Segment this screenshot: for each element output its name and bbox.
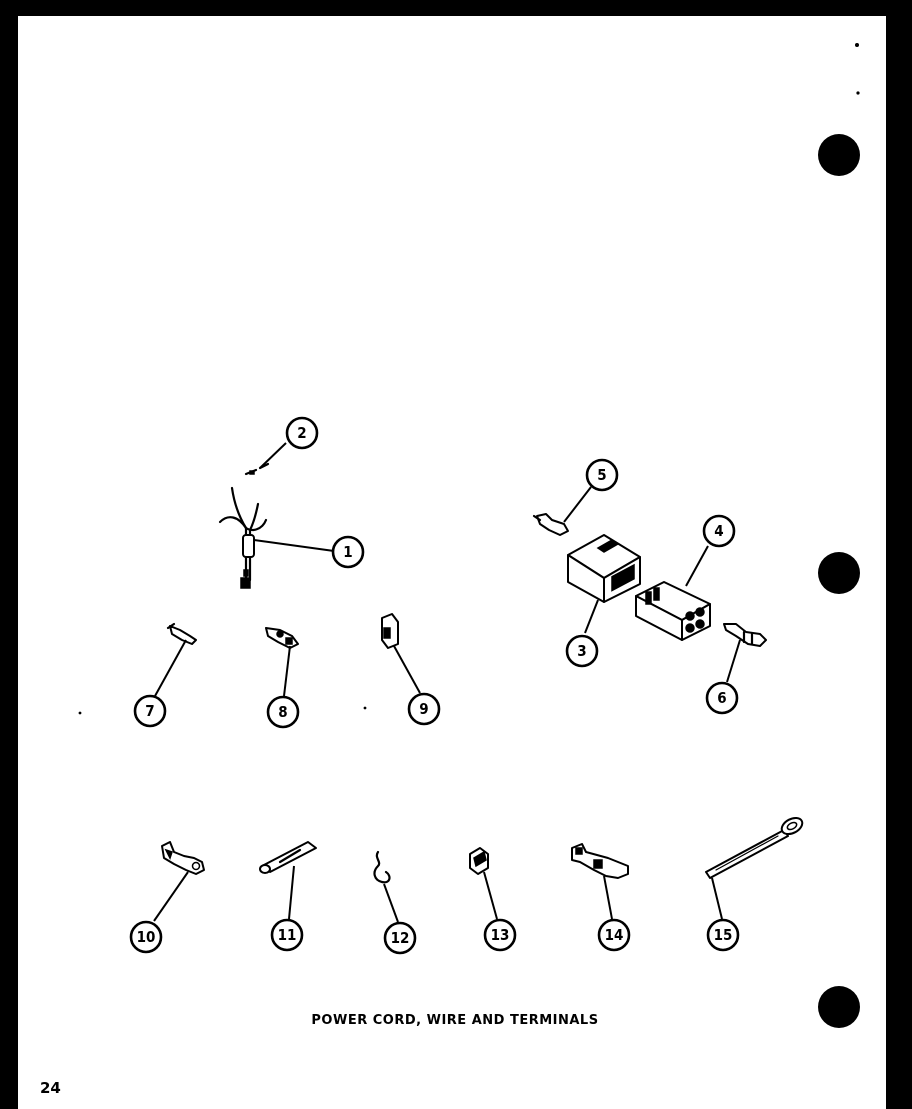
callout-14: 14: [597, 918, 631, 952]
callout-2: 2: [285, 416, 319, 450]
callout-4: 4: [702, 514, 736, 548]
terminal-part-6: [723, 623, 767, 647]
callout-number: 14: [605, 926, 624, 944]
terminal-part-2: [244, 462, 270, 476]
callout-12: 12: [383, 921, 417, 955]
scan-speck: [856, 91, 860, 95]
callout-6: 6: [705, 681, 739, 715]
callout-number: 4: [714, 522, 723, 540]
bracket-part-14: [571, 843, 629, 879]
power-cord-part: [218, 486, 268, 589]
callout-number: 7: [145, 702, 154, 720]
callout-number: 13: [491, 926, 510, 944]
terminal-part-8: [265, 627, 299, 649]
page-number: 24: [40, 1079, 61, 1097]
diagram-caption: POWER CORD, WIRE AND TERMINALS: [311, 1013, 599, 1028]
clip-part-12: [373, 850, 391, 884]
terminal-part-7: [166, 622, 197, 645]
callout-number: 3: [577, 642, 586, 660]
callout-5: 5: [585, 458, 619, 492]
callout-15: 15: [706, 918, 740, 952]
terminal-part-5: [532, 513, 569, 536]
connector-housing-part-3: [567, 534, 641, 603]
callout-number: 1: [343, 543, 352, 561]
callout-number: 10: [137, 928, 156, 946]
callout-7: 7: [133, 694, 167, 728]
punch-hole-bottom: [818, 986, 860, 1028]
scan-speck: [363, 706, 367, 710]
callout-number: 6: [717, 689, 726, 707]
leader-lines: [153, 442, 741, 923]
paper-sheet: [18, 16, 886, 1109]
callout-11: 11: [270, 918, 304, 952]
punch-hole-top: [818, 134, 860, 176]
ring-terminal-part-10: [161, 841, 205, 875]
callout-number: 9: [419, 700, 428, 718]
terminal-part-9: [381, 613, 399, 649]
cable-tie-part-15: [705, 816, 804, 879]
callout-number: 12: [391, 929, 410, 947]
callout-number: 2: [297, 424, 306, 442]
sleeve-part-11: [259, 841, 317, 874]
callout-8: 8: [266, 695, 300, 729]
callout-3: 3: [565, 634, 599, 668]
scan-speck: [78, 711, 82, 715]
callout-number: 8: [278, 703, 287, 721]
callout-number: 5: [597, 466, 606, 484]
callout-number: 15: [714, 926, 733, 944]
punch-hole-middle: [818, 552, 860, 594]
callout-9: 9: [407, 692, 441, 726]
callout-13: 13: [483, 918, 517, 952]
scan-speck: [855, 43, 859, 47]
callout-number: 11: [278, 926, 297, 944]
connector-housing-part-4: [635, 581, 711, 641]
callout-1: 1: [331, 535, 365, 569]
callout-10: 10: [129, 920, 163, 954]
connector-part-13: [469, 847, 489, 875]
